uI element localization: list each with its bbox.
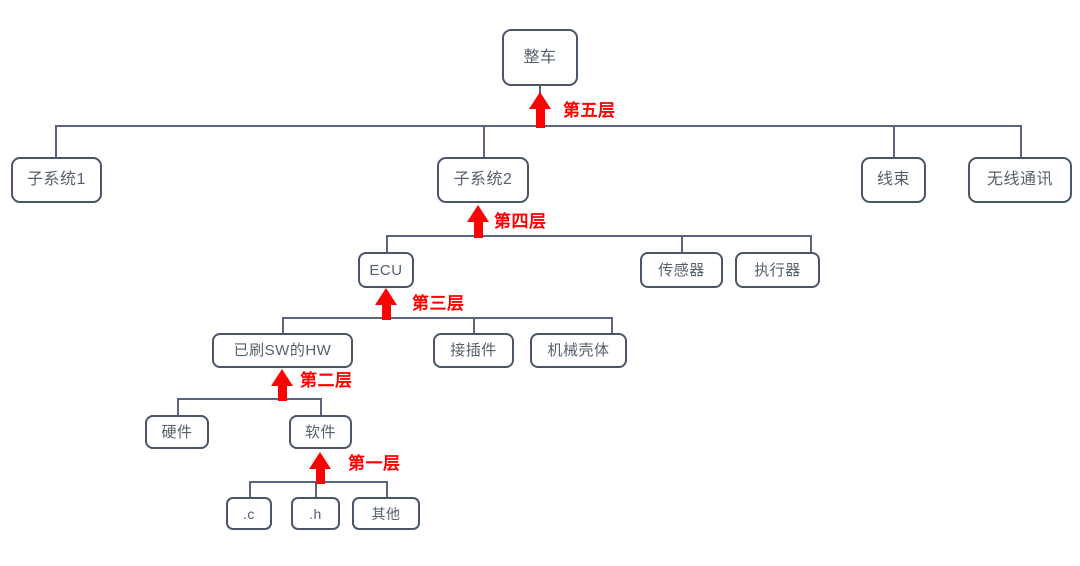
connector-drop-software — [320, 398, 322, 416]
connector-drop-file-other — [386, 481, 388, 498]
connector-drop-file-c — [249, 481, 251, 498]
connector-drop-wireless — [1020, 125, 1022, 158]
node-software[interactable]: 软件 — [289, 415, 352, 449]
connector-drop-sensor — [681, 235, 683, 253]
connector-drop-subsys2 — [483, 125, 485, 158]
node-subsys1[interactable]: 子系统1 — [11, 157, 102, 203]
connector-bus-row4 — [282, 317, 612, 319]
connector-bus-row3 — [386, 235, 811, 237]
node-subsys2[interactable]: 子系统2 — [437, 157, 529, 203]
connector-drop-harness — [893, 125, 895, 158]
connector-drop-subsys1 — [55, 125, 57, 158]
node-file-other[interactable]: 其他 — [352, 497, 420, 530]
layer-label-2: 第二层 — [300, 371, 353, 390]
connector-drop-hw-with-sw — [282, 317, 284, 334]
node-vehicle[interactable]: 整车 — [502, 29, 578, 86]
node-ecu[interactable]: ECU — [358, 252, 414, 288]
connector-drop-file-h — [315, 481, 317, 498]
connector-drop-hardware — [177, 398, 179, 416]
node-housing[interactable]: 机械壳体 — [530, 333, 627, 368]
layer-label-4: 第四层 — [494, 212, 547, 231]
connector-bus-row5 — [177, 398, 321, 400]
node-hardware[interactable]: 硬件 — [145, 415, 209, 449]
connector-drop-connector — [473, 317, 475, 334]
node-harness[interactable]: 线束 — [861, 157, 926, 203]
node-actuator[interactable]: 执行器 — [735, 252, 820, 288]
node-file-h[interactable]: .h — [291, 497, 340, 530]
connector-drop-housing — [611, 317, 613, 334]
node-connector[interactable]: 接插件 — [433, 333, 514, 368]
layer-label-5: 第五层 — [563, 101, 616, 120]
layer-label-3: 第三层 — [412, 294, 465, 313]
node-wireless[interactable]: 无线通讯 — [968, 157, 1072, 203]
node-sensor[interactable]: 传感器 — [640, 252, 723, 288]
layer-label-1: 第一层 — [348, 454, 401, 473]
connector-drop-ecu — [386, 235, 388, 253]
node-hw-with-sw[interactable]: 已刷SW的HW — [212, 333, 353, 368]
connector-drop-actuator — [810, 235, 812, 253]
node-file-c[interactable]: .c — [226, 497, 272, 530]
